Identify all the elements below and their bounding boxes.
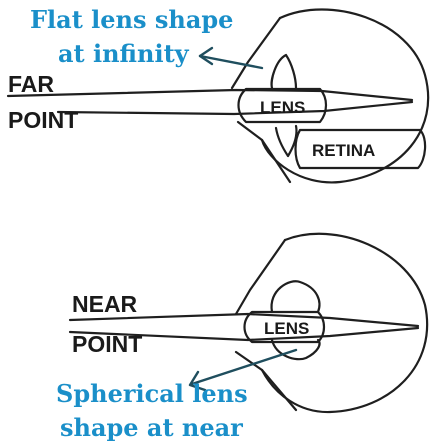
near-spherical-lens <box>270 280 321 314</box>
far-eyeball-outline <box>260 8 430 184</box>
far-point-label-line2: POINT <box>8 107 78 133</box>
near-lens-label: LENS <box>264 319 309 338</box>
near-lens-lower <box>270 338 321 361</box>
far-lens-lower <box>274 124 298 158</box>
far-ray-upper <box>6 88 414 102</box>
far-point-label-line1: FAR <box>8 71 54 97</box>
near-caption-arrowhead <box>188 370 207 392</box>
near-caption-arrow <box>190 348 298 386</box>
far-caption-arrow <box>198 54 264 70</box>
far-caption-line2: at infinity <box>58 39 190 68</box>
near-eyeball-outline <box>260 232 429 414</box>
far-cornea-line <box>230 16 282 90</box>
far-ray-lower <box>56 100 414 116</box>
near-cornea-line <box>234 238 287 316</box>
near-caption-line1: Spherical lens <box>56 379 248 408</box>
far-caption-line1: Flat lens shape <box>30 5 233 34</box>
near-caption-line2: shape at near <box>60 413 243 442</box>
near-point-label-line2: POINT <box>72 331 142 357</box>
near-ray-lower <box>68 326 420 342</box>
near-point-label-line1: NEAR <box>72 291 138 317</box>
far-cornea-line-lower <box>236 120 292 184</box>
near-cornea-line-lower <box>234 350 298 412</box>
far-retina-box <box>294 128 427 170</box>
far-lens-label: LENS <box>260 98 305 117</box>
near-lens-box <box>243 310 326 344</box>
near-ray-upper <box>68 312 420 328</box>
far-eye-group: LENS RETINA <box>6 8 430 184</box>
near-eye-group: LENS <box>68 232 429 414</box>
far-flat-lens <box>270 53 298 90</box>
far-retina-label: RETINA <box>312 141 375 160</box>
far-lens-box <box>237 87 328 124</box>
far-caption-arrowhead <box>198 46 214 66</box>
